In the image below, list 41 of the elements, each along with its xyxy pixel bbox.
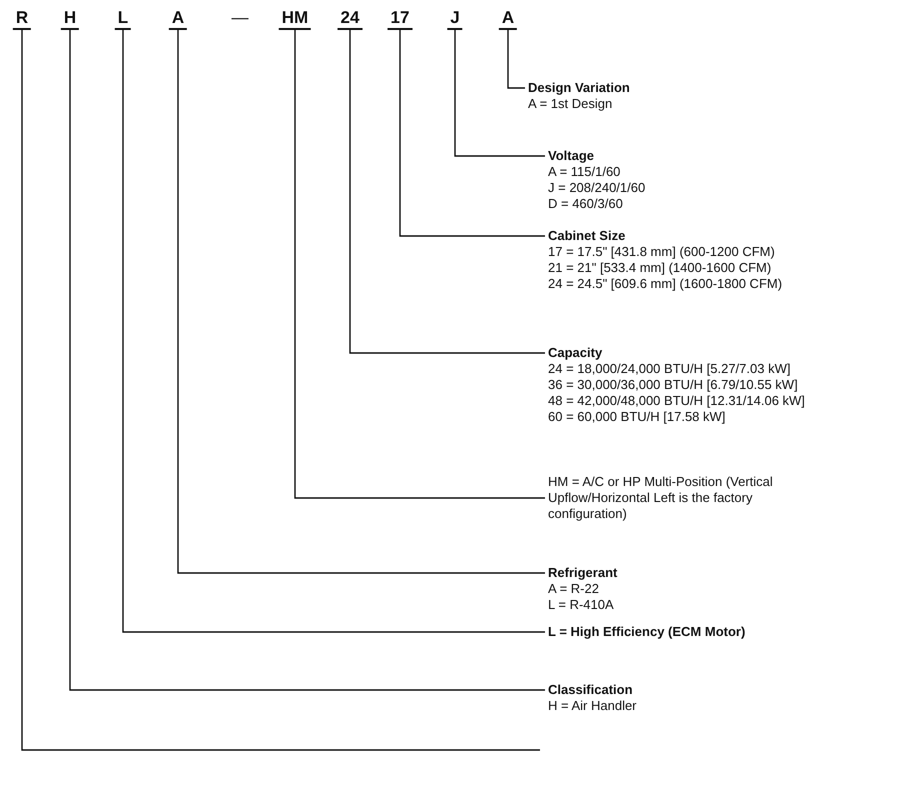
- option-text: J = 208/240/1/60: [548, 180, 646, 196]
- leader-line: [122, 30, 545, 633]
- option-heading: Voltage: [548, 148, 594, 164]
- leader-line: [69, 30, 545, 691]
- option-text: 24 = 18,000/24,000 BTU/H [5.27/7.03 kW]: [548, 361, 790, 377]
- option-heading: Design Variation: [528, 80, 630, 96]
- leader-line: [399, 30, 545, 237]
- option-heading: Refrigerant: [548, 565, 618, 581]
- code-letter: 17: [388, 8, 412, 30]
- code-letter: L: [114, 8, 132, 30]
- option-text: A = 115/1/60: [548, 164, 620, 180]
- code-letter: A: [168, 8, 188, 30]
- option-text: 36 = 30,000/36,000 BTU/H [6.79/10.55 kW]: [548, 377, 798, 393]
- leader-line: [294, 30, 545, 499]
- option-text: D = 460/3/60: [548, 196, 623, 212]
- code-letter: 24: [338, 8, 362, 30]
- code-letter: A: [498, 8, 518, 30]
- option-text: 21 = 21" [533.4 mm] (1400-1600 CFM): [548, 260, 772, 276]
- code-letter: J: [447, 8, 463, 30]
- option-text: A = 1st Design: [528, 96, 612, 112]
- leader-line: [454, 30, 545, 157]
- option-text: HM = A/C or HP Multi-Position (Vertical Upflow/Horizontal Left is the factory configuration): [548, 474, 774, 522]
- code-letter: R: [12, 8, 32, 30]
- option-text: 24 = 24.5" [609.6 mm] (1600-1800 CFM): [548, 276, 782, 292]
- option-heading: Cabinet Size: [548, 228, 626, 244]
- option-text: 60 = 60,000 BTU/H [17.58 kW]: [548, 409, 726, 425]
- option-text: H = Air Handler: [548, 698, 637, 714]
- option-text: L = R-410A: [548, 597, 614, 613]
- separator-dash: —: [232, 8, 248, 28]
- option-text: A = R-22: [548, 581, 599, 597]
- leader-line: [349, 30, 545, 354]
- leader-line: [177, 30, 545, 574]
- option-heading: Classification: [548, 682, 633, 698]
- option-heading: Capacity: [548, 345, 602, 361]
- option-text: L = High Efficiency (ECM Motor): [548, 624, 746, 640]
- code-letter: H: [60, 8, 80, 30]
- code-letter: HM: [278, 8, 312, 30]
- leader-line: [507, 30, 525, 89]
- option-text: 17 = 17.5" [431.8 mm] (600-1200 CFM): [548, 244, 775, 260]
- option-text: 48 = 42,000/48,000 BTU/H [12.31/14.06 kW]: [548, 393, 805, 409]
- leader-line: [21, 30, 540, 751]
